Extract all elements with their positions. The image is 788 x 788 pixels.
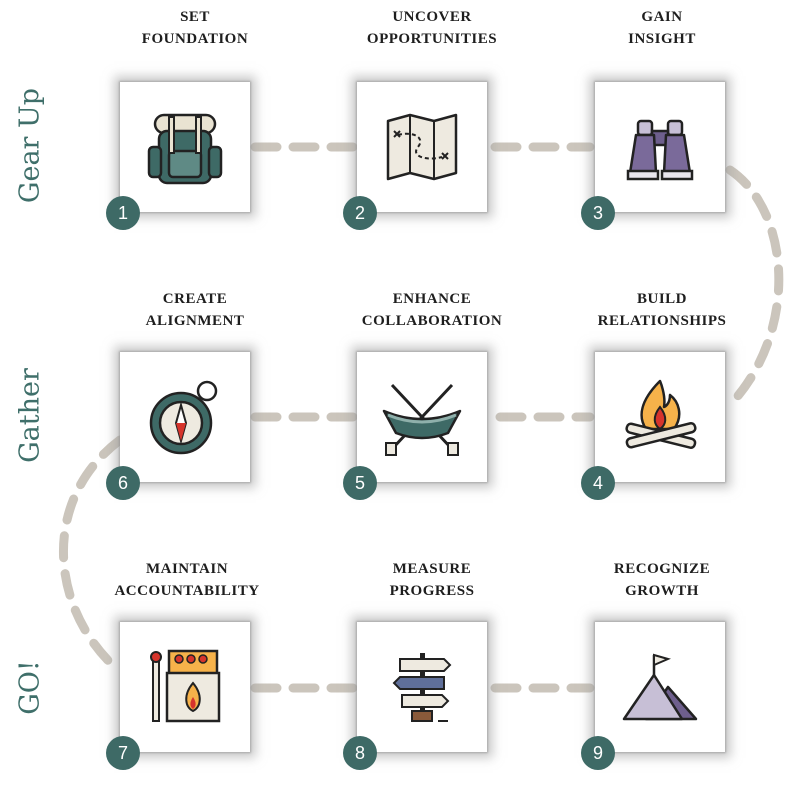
map-icon xyxy=(386,113,458,181)
step-title-line: MAINTAIN xyxy=(145,561,229,577)
step-title-line: BUILD xyxy=(636,291,687,307)
step-title-5: ENHANCE COLLABORATION xyxy=(317,288,547,332)
step-title-9: RECOGNIZE GROWTH xyxy=(547,558,777,602)
step-title-line: UNCOVER xyxy=(392,9,472,25)
step-number-badge: 2 xyxy=(343,196,377,230)
mountain-flag-icon xyxy=(622,653,698,721)
step-title-7: MAINTAIN ACCOUNTABILITY xyxy=(72,558,302,602)
step-title-6: CREATE ALIGNMENT xyxy=(80,288,310,332)
canoe-paddles-icon xyxy=(382,383,462,456)
step-number-badge: 5 xyxy=(343,466,377,500)
step-number-badge: 9 xyxy=(581,736,615,770)
step-title-line: OPPORTUNITIES xyxy=(366,31,498,47)
step-title-4: BUILD RELATIONSHIPS xyxy=(547,288,777,332)
step-title-line: SET xyxy=(180,9,210,25)
step-card-5[interactable]: 5 xyxy=(343,352,487,500)
step-title-1: SET FOUNDATION xyxy=(80,6,310,50)
step-card-2[interactable]: 2 xyxy=(343,82,487,230)
phase-label-go: GO! xyxy=(14,660,46,715)
step-title-line: ACCOUNTABILITY xyxy=(114,583,260,599)
step-title-line: MEASURE xyxy=(392,561,472,577)
step-title-line: FOUNDATION xyxy=(141,31,249,47)
step-number-badge: 3 xyxy=(581,196,615,230)
step-title-line: RECOGNIZE xyxy=(613,561,711,577)
step-card-8[interactable]: 8 xyxy=(343,622,487,770)
step-card-1[interactable]: 1 xyxy=(106,82,250,230)
step-title-line: ENHANCE xyxy=(392,291,472,307)
step-title-line: INSIGHT xyxy=(628,31,696,47)
step-card-4[interactable]: 4 xyxy=(581,352,725,500)
matchbox-icon xyxy=(150,649,221,723)
step-card-7[interactable]: 7 xyxy=(106,622,250,770)
step-card-6[interactable]: 6 xyxy=(106,352,250,500)
step-title-line: COLLABORATION xyxy=(361,313,503,329)
step-title-3: GAIN INSIGHT xyxy=(547,6,777,50)
step-number-badge: 8 xyxy=(343,736,377,770)
phase-label-gear-up: Gear Up xyxy=(14,87,46,204)
step-number-badge: 7 xyxy=(106,736,140,770)
campfire-icon xyxy=(625,379,697,449)
step-title-2: UNCOVER OPPORTUNITIES xyxy=(317,6,547,50)
backpack-icon xyxy=(147,113,223,185)
step-title-line: ALIGNMENT xyxy=(145,313,245,329)
connector-path xyxy=(59,142,784,693)
step-card-9[interactable]: 9 xyxy=(581,622,725,770)
step-title-line: PROGRESS xyxy=(389,583,475,599)
step-card-3[interactable]: 3 xyxy=(581,82,725,230)
step-title-line: GROWTH xyxy=(625,583,699,599)
binoculars-icon xyxy=(626,119,694,181)
signpost-icon xyxy=(392,653,452,722)
step-title-8: MEASURE PROGRESS xyxy=(317,558,547,602)
phase-label-gather: Gather xyxy=(14,368,46,463)
step-title-line: CREATE xyxy=(162,291,228,307)
step-number-badge: 1 xyxy=(106,196,140,230)
compass-icon xyxy=(149,380,218,455)
step-title-line: GAIN xyxy=(641,9,683,25)
step-number-badge: 4 xyxy=(581,466,615,500)
step-title-line: RELATIONSHIPS xyxy=(597,313,727,329)
step-number-badge: 6 xyxy=(106,466,140,500)
